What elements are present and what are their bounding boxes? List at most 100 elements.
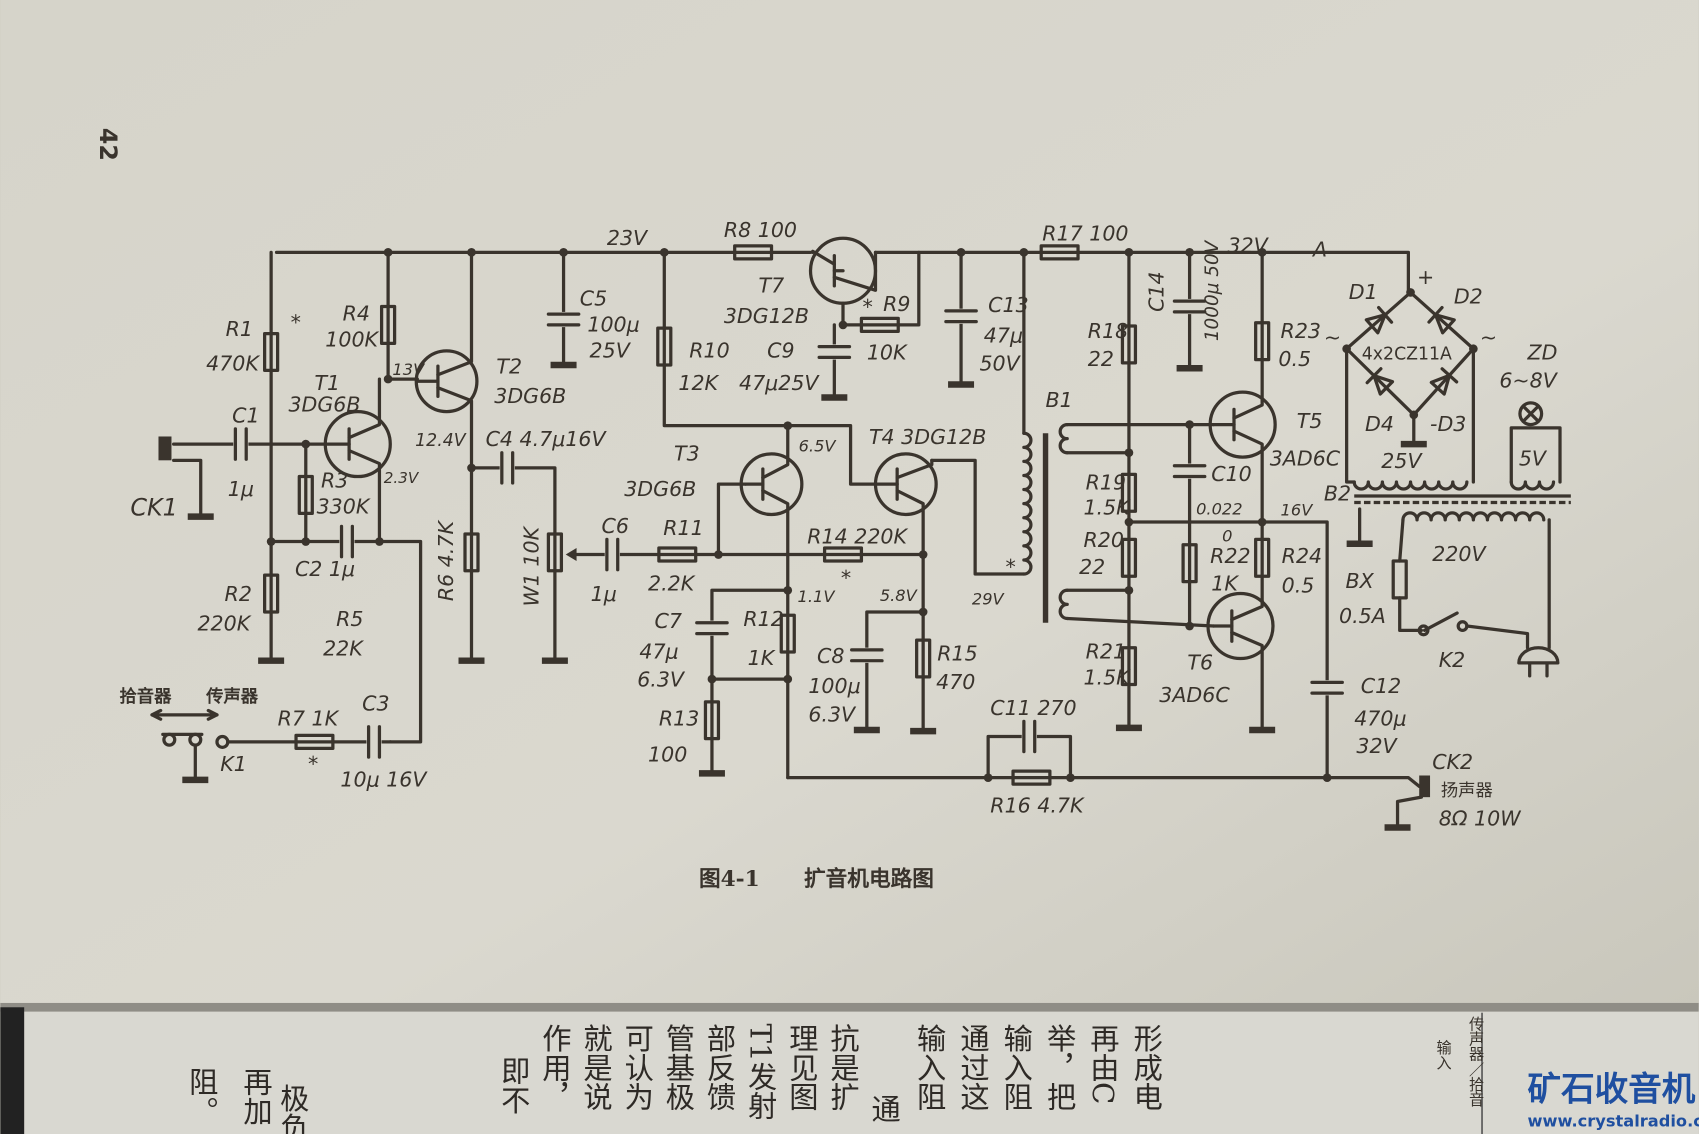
label: 470 [936, 670, 975, 694]
label: R19 [1086, 471, 1126, 495]
transformer-coil [1022, 431, 1033, 576]
text-column: 输入阻 [913, 1023, 947, 1111]
text-column: 即不 [497, 1056, 531, 1115]
label: R21 [1086, 640, 1126, 664]
label: 22K [323, 636, 364, 660]
label: 470K [206, 351, 260, 375]
wire [710, 588, 790, 773]
transformer-coil [1058, 588, 1069, 621]
label: A [1311, 238, 1327, 262]
resistor [263, 331, 280, 373]
label: R3 [321, 468, 348, 492]
wire [1509, 426, 1562, 484]
label: 10μ 16V [340, 767, 428, 791]
text-column: 阻。 [185, 1067, 219, 1125]
label: 23V [607, 226, 649, 250]
resistor [1120, 537, 1138, 578]
junction-dot [838, 320, 848, 330]
wire [1398, 518, 1405, 563]
junction-dot [1322, 773, 1332, 782]
label: 1K [1211, 571, 1239, 595]
label: R4 [343, 302, 370, 326]
label: C5 [580, 286, 607, 310]
text-column: 抗是扩 [826, 1023, 860, 1111]
text-column: 再由C [1086, 1024, 1120, 1105]
wire [172, 458, 203, 517]
label: T1 [314, 371, 340, 395]
fuse-bx [1391, 559, 1408, 600]
label: C4 4.7μ16V [486, 427, 608, 451]
resistor [546, 532, 564, 573]
text-column: 举，把 [1043, 1023, 1077, 1111]
label: R8 100 [724, 218, 797, 242]
label: C9 [767, 338, 794, 362]
label: 10K [867, 341, 908, 365]
text-column: 极负 [276, 1083, 310, 1134]
label: 100μ [587, 312, 639, 336]
label: C8 [817, 644, 844, 668]
junction-dot [383, 248, 393, 257]
label: 3AD6C [1270, 447, 1341, 471]
label: D2 [1454, 284, 1483, 308]
junction-dot [301, 439, 311, 449]
speaker-jack-ck2 [1419, 775, 1431, 798]
resistor [859, 316, 900, 334]
wire [662, 250, 878, 486]
junction-dot [1342, 344, 1351, 354]
junction-dot [707, 674, 717, 684]
label: R5 [336, 607, 363, 631]
label: 25V [1381, 449, 1423, 473]
resistor [1120, 472, 1138, 513]
junction-dot [1257, 248, 1267, 257]
text-column: 理见图 [785, 1024, 819, 1112]
label: R6 4.7K [434, 520, 458, 602]
transistor-icon [739, 452, 804, 517]
wire [873, 250, 1411, 295]
junction-dot [1185, 248, 1194, 257]
label: 470μ [1354, 707, 1406, 731]
label: 50V [979, 351, 1021, 375]
lower-page-text: 形成电 再由C 举，把 输入阻 通过这 输入阻 通 抗是扩 理见图 T1发射 部… [185, 1012, 1485, 1134]
label: ~ [1324, 325, 1341, 349]
side-note: 传声器／拾音 [1467, 1016, 1485, 1107]
text-column: 形成电 [1129, 1024, 1163, 1112]
switch-contact [1417, 624, 1430, 637]
label: C12 [1361, 674, 1402, 698]
resistor [657, 546, 698, 563]
text-column: 输入阻 [999, 1023, 1033, 1111]
label: R14 220K [807, 525, 908, 549]
label: 2.2K [648, 571, 696, 595]
label: T5 [1297, 409, 1323, 433]
switch-contact [1456, 620, 1469, 632]
resistor [733, 244, 774, 261]
figure-title: 扩音机电路图 [804, 866, 934, 892]
label: 3DG6B [624, 477, 696, 501]
label: 1.5K [1083, 666, 1131, 690]
transformer-coil [1352, 480, 1469, 491]
figure-caption: 图4-1 扩音机电路图 [699, 866, 934, 892]
label: 12K [678, 371, 719, 395]
label: R17 100 [1042, 221, 1128, 245]
label: 0.022 [1196, 499, 1242, 518]
label: 25V [590, 338, 632, 362]
transformer-coil [1401, 511, 1546, 522]
label: T6 [1187, 650, 1213, 674]
label: + [1417, 265, 1434, 289]
label: R2 [225, 582, 252, 606]
transistor-collector [895, 458, 934, 480]
label: T4 3DG12B [869, 425, 986, 449]
label: 拾音器 [119, 686, 172, 707]
label: R13 [659, 707, 699, 731]
label: C10 [1211, 462, 1252, 486]
indicator-lamp-icon [1521, 404, 1540, 423]
junction-dot [383, 374, 393, 384]
label: 5V [1519, 447, 1548, 471]
label: 1000μ 50V [1202, 239, 1223, 341]
label: 47μ [639, 640, 678, 664]
junction-dot [956, 248, 966, 257]
wire [1398, 596, 1423, 632]
label: R22 [1210, 544, 1250, 568]
label: 47μ25V [739, 371, 820, 395]
label: R7 1K [278, 707, 340, 731]
